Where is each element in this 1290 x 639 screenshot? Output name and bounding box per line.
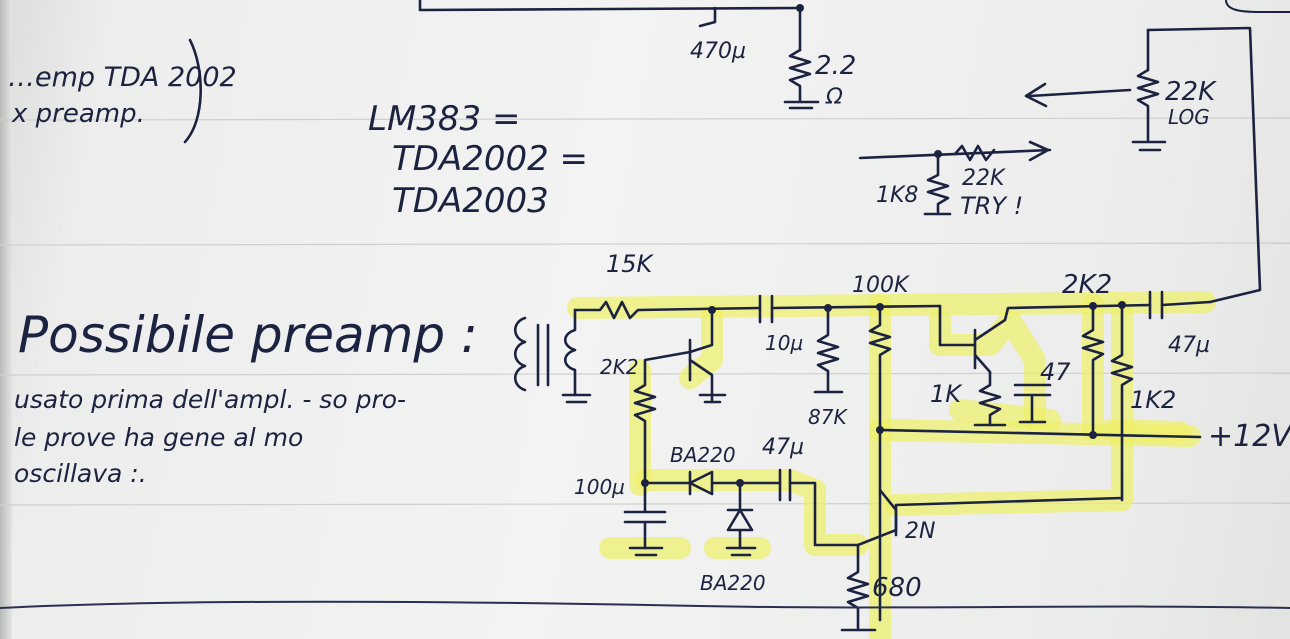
label-c-470u: 470µ xyxy=(690,39,746,64)
remark-line-2: le prove ha gene al mo xyxy=(14,423,303,452)
corner-tab xyxy=(1225,0,1290,13)
label-r-87k: 87K xyxy=(808,405,848,429)
label-r-2-2: 2.2 xyxy=(815,51,856,81)
label-r-2k2-left: 2K2 xyxy=(600,355,639,379)
equivalence-line-2: TDA2002 = xyxy=(392,139,588,179)
label-c-47u-out: 47µ xyxy=(1168,333,1210,358)
label-r-15k: 15K xyxy=(606,250,655,278)
label-c-10u: 10µ xyxy=(765,331,803,355)
preamp-heading: Possibile preamp : xyxy=(18,306,478,364)
label-d-ba220-b: BA220 xyxy=(700,571,766,595)
junction-dot xyxy=(1089,431,1097,439)
label-q-2n: 2N xyxy=(905,519,935,544)
equivalence-line-1: LM383 = xyxy=(368,99,520,139)
label-c-47: 47 xyxy=(1040,358,1071,386)
label-r-1k: 1K xyxy=(930,380,963,408)
label-pot-type: LOG xyxy=(1168,105,1210,129)
label-try: TRY ! xyxy=(960,192,1023,220)
wiper-arrow-icon xyxy=(1024,82,1132,108)
margin-bracket xyxy=(183,38,202,144)
top-circuit-fragment xyxy=(418,0,820,110)
label-c-47u-mid: 47µ xyxy=(762,435,804,460)
label-r-22k-try: 22K xyxy=(962,166,1006,191)
page-divider-line xyxy=(0,600,1290,609)
label-r-680: 680 xyxy=(872,573,922,603)
preamp-circuit xyxy=(513,290,1212,632)
label-supply: +12V xyxy=(1208,419,1290,454)
label-r-2-2-unit: Ω xyxy=(825,85,843,110)
note-left-top-1: …emp TDA 2002 xyxy=(8,62,237,93)
potentiometer xyxy=(1024,26,1262,304)
label-r-1k2: 1K2 xyxy=(1130,386,1176,414)
label-r-1k8: 1K8 xyxy=(876,183,918,208)
label-d-ba220-a: BA220 xyxy=(670,443,736,467)
label-r-100k: 100K xyxy=(852,273,910,298)
equivalence-line-3: TDA2003 xyxy=(392,181,549,221)
label-r-2k2-top: 2K2 xyxy=(1062,270,1112,300)
resistor-2-2-symbol xyxy=(788,48,812,102)
label-c-100u: 100µ xyxy=(574,475,625,499)
note-left-top-2: x preamp. xyxy=(11,99,145,129)
remark-line-1: usato prima dell'ampl. - so pro- xyxy=(14,385,406,414)
label-pot-value: 22K xyxy=(1165,77,1217,107)
remark-line-3: oscillava :. xyxy=(14,459,147,488)
try-network xyxy=(858,140,1052,216)
